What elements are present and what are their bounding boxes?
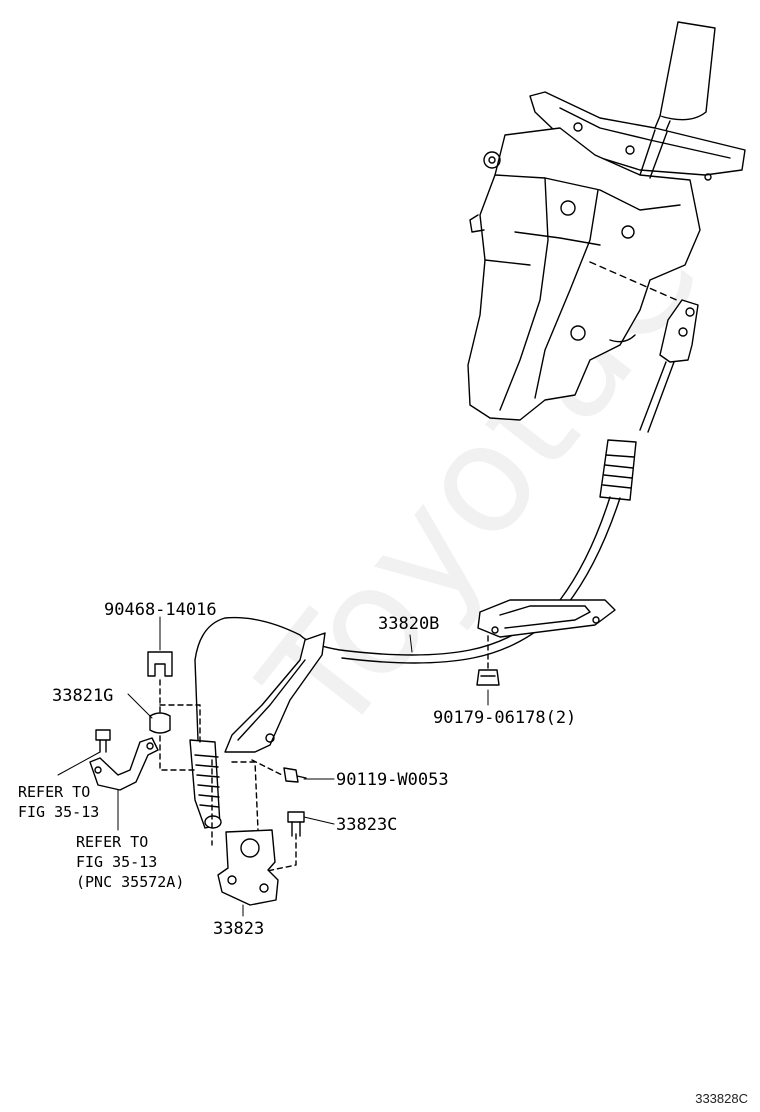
bolt-small <box>283 767 299 783</box>
bracket-bolt <box>287 811 305 823</box>
callout-33820b[interactable]: 33820B <box>378 614 440 634</box>
shift-cable <box>189 299 699 829</box>
note-line: FIG 35-13 <box>76 853 158 871</box>
callout-90179-06178[interactable]: 90179-06178(2) <box>433 708 577 728</box>
lever-housing <box>467 127 701 421</box>
cable-adjuster <box>599 439 637 501</box>
shift-knob <box>659 21 716 121</box>
cable-bracket-plate <box>224 632 326 753</box>
leader-lines <box>57 616 489 917</box>
bracket-body <box>217 829 279 906</box>
note-line: REFER TO <box>18 783 91 801</box>
cable-boot <box>189 739 221 829</box>
callout-90119-w0053[interactable]: 90119-W0053 <box>336 770 449 790</box>
cable-bracket <box>211 759 307 906</box>
control-lever <box>89 737 159 791</box>
note-line: FIG 35-13 <box>18 803 100 821</box>
callout-90468-14016[interactable]: 90468-14016 <box>104 600 217 620</box>
retainer-clip <box>147 651 173 677</box>
callout-33823c[interactable]: 33823C <box>336 815 398 835</box>
shift-lever-assembly <box>467 21 746 421</box>
note-refer-fig-1[interactable]: REFER TO FIG 35-13 <box>18 782 99 822</box>
figure-id: 333828C <box>695 1091 748 1106</box>
callout-33823[interactable]: 33823 <box>213 919 265 939</box>
note-refer-fig-2[interactable]: REFER TO FIG 35-13 (PNC 35572A) <box>76 832 184 892</box>
note-line: (PNC 35572A) <box>76 873 185 891</box>
callout-33821g[interactable]: 33821G <box>52 686 114 706</box>
lever-bolt <box>95 729 111 741</box>
bushing <box>149 712 171 734</box>
flange-nut <box>476 669 500 686</box>
note-line: REFER TO <box>76 833 149 851</box>
small-parts <box>89 651 201 791</box>
